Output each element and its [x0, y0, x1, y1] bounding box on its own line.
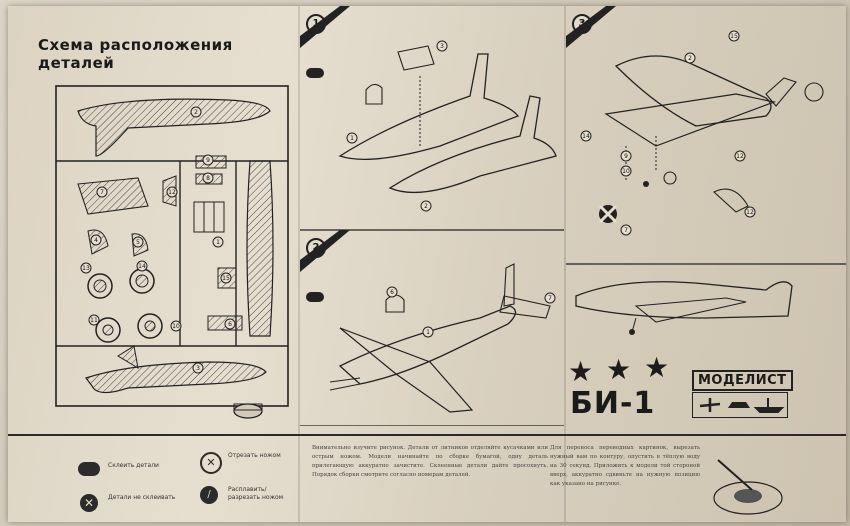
part-label: 8 — [206, 175, 210, 182]
part-label: 12 — [736, 153, 744, 160]
part-label: 12 — [168, 189, 176, 196]
airplane-pictogram-icon — [699, 398, 721, 412]
part-label: 4 — [94, 237, 98, 244]
part-label: 15 — [730, 33, 738, 40]
cut-icon: ✕ — [200, 452, 222, 474]
part-label: 2 — [194, 109, 198, 116]
assembly-steps-panel: 1 2 — [300, 6, 564, 522]
part-label: 1 — [350, 135, 354, 142]
decal-bowl-illustration — [713, 459, 783, 515]
sprue-frame — [55, 85, 289, 407]
model-name: БИ-1 — [570, 386, 656, 421]
part-label: 13 — [82, 265, 90, 272]
fuselage-left-half — [338, 53, 520, 160]
star-icon: ★ — [568, 355, 594, 388]
part-label: 11 — [90, 317, 98, 324]
star-icon: ★ — [644, 351, 670, 384]
canopy-part — [397, 45, 435, 71]
glue-icon — [78, 462, 100, 476]
part-label: 7 — [624, 227, 628, 234]
part-label: 5 — [136, 239, 140, 246]
aircraft-profile — [575, 281, 793, 319]
wing-part — [246, 160, 274, 337]
assembly-diagram-step-1: 3 1 2 1 6 7 — [300, 6, 564, 426]
car-pictogram-icon — [728, 402, 750, 408]
fold-line — [564, 6, 566, 522]
decal-instructions: Для переноса переводных картинок, выреза… — [550, 445, 700, 487]
part-label: 6 — [390, 289, 394, 296]
ship-pictogram-icon — [753, 398, 785, 413]
part-label: 7 — [100, 189, 104, 196]
no-glue-icon: ✕ — [80, 494, 98, 512]
part-label: 10 — [172, 323, 180, 330]
sprue-diagram: 2 7 12 9 8 4 5 13 14 11 10 15 1 6 3 — [55, 85, 289, 419]
fuselage-half-bottom — [85, 361, 267, 394]
parts-layout-panel: Схема расположения деталей — [8, 6, 298, 522]
part-label: 9 — [624, 153, 628, 160]
aircraft-assembly — [338, 305, 517, 385]
stand-part — [233, 403, 263, 419]
part-label: 14 — [138, 263, 146, 270]
final-assembly-panel: 3 2 15 14 9 10 — [566, 6, 846, 522]
assembly-diagram-step-3: 2 15 14 9 10 12 12 7 — [566, 6, 846, 335]
part-label: 1 — [426, 329, 430, 336]
fold-line — [298, 6, 300, 522]
general-instructions: Внимательно изучите рисунок. Детали от л… — [312, 445, 548, 478]
legend-label: Отрезать ножом — [228, 452, 281, 459]
part-label: 3 — [196, 365, 200, 372]
part-label: 3 — [440, 43, 444, 50]
instruction-sheet: Схема расположения деталей — [8, 6, 846, 522]
knife-icon: / — [200, 486, 218, 504]
part-label: 7 — [548, 295, 552, 302]
sheet-title: Схема расположения деталей — [38, 36, 233, 72]
part-label: 1 — [216, 239, 220, 246]
brand-logo: МОДЕЛИСТ — [692, 370, 793, 391]
brand-pictograms — [692, 392, 788, 418]
aircraft-exploded — [614, 55, 772, 127]
fuselage-right-half — [388, 95, 557, 194]
part-label: 9 — [206, 157, 210, 164]
part-label: 12 — [746, 209, 754, 216]
legend-band: Склеить детали ✕ Детали не склеивать ✕ О… — [8, 434, 846, 524]
part-label: 15 — [222, 275, 230, 282]
part-label: 2 — [688, 55, 692, 62]
fuselage-half-top — [77, 98, 271, 157]
part-label: 14 — [582, 133, 590, 140]
legend-label: Расплавить/ разрезать ножом — [228, 486, 284, 501]
wheel-part — [87, 273, 113, 299]
part-label: 6 — [228, 321, 232, 328]
part-label: 2 — [424, 203, 428, 210]
stabilizer-part — [77, 177, 149, 215]
part-label: 10 — [622, 168, 630, 175]
legend-label: Склеить детали — [108, 462, 159, 469]
legend-label: Детали не склеивать — [108, 494, 176, 501]
star-icon: ★ — [606, 353, 632, 386]
